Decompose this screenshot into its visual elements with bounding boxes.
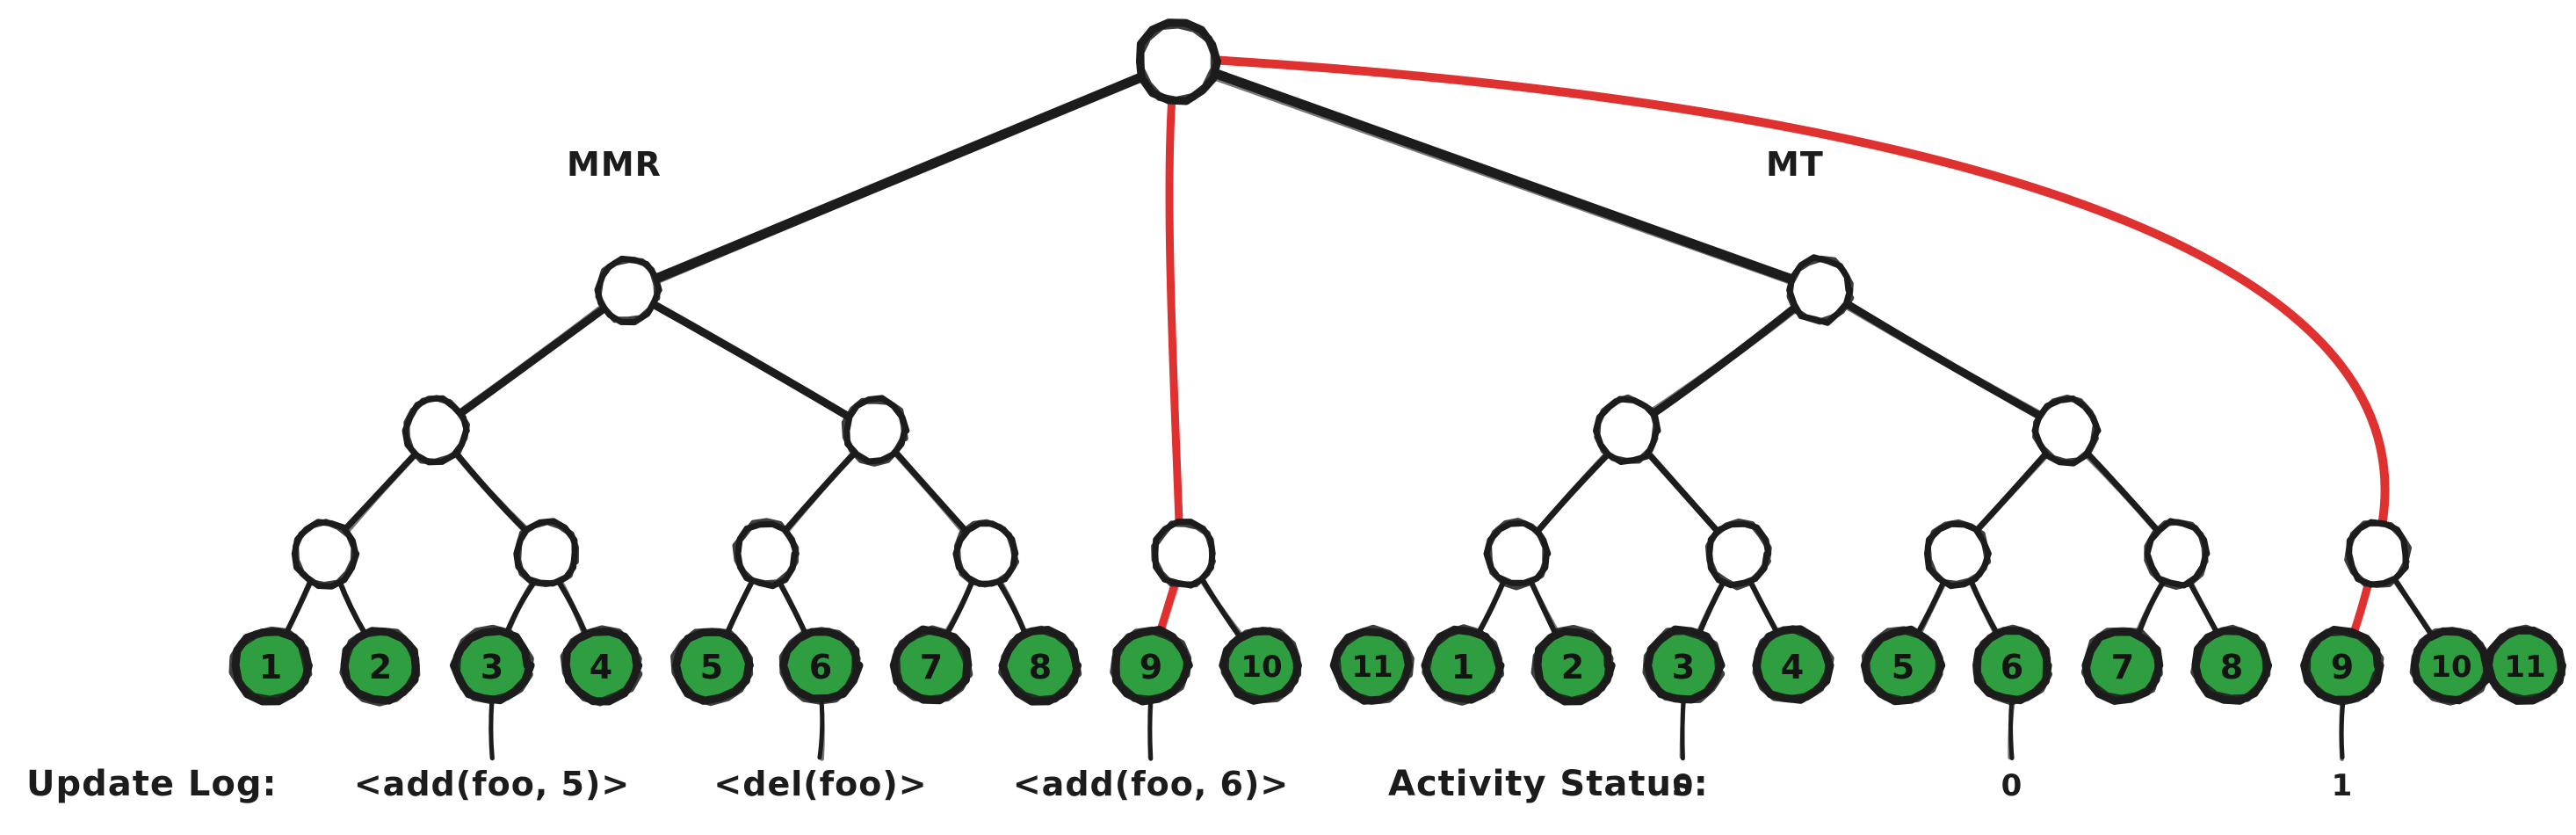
activity-status-value-9: 1 <box>2332 768 2354 803</box>
leaf-node-label: 4 <box>1781 648 1804 686</box>
internal-node-mt-7 <box>1786 254 1855 326</box>
internal-nodes <box>291 18 2412 591</box>
leaf-node-mmr-4[interactable]: 4 <box>560 625 643 707</box>
update-log-entry-3: <add(foo, 5)> <box>354 765 630 803</box>
tree-label-mmr: MMR <box>567 145 662 184</box>
leaf-node-mmr-8[interactable]: 8 <box>998 625 1082 706</box>
leaf-node-label: 8 <box>2220 648 2243 686</box>
leaf-node-mt-3[interactable]: 3 <box>1642 625 1726 704</box>
leaf-node-label: 5 <box>1892 648 1914 686</box>
internal-node-mt-0 <box>1483 518 1552 591</box>
leaf-node-mmr-2[interactable]: 2 <box>339 627 421 707</box>
internal-node-mt-4 <box>2344 519 2412 588</box>
leaf-node-label: 3 <box>1672 648 1695 686</box>
leaf-node-label: 7 <box>2111 648 2134 686</box>
leaf-node-label: 8 <box>1029 648 1052 686</box>
update-log-label: Update Log: <box>26 764 278 804</box>
internal-node-mt-6 <box>2031 395 2102 467</box>
leaf-node-label: 6 <box>2001 648 2023 686</box>
leaf-node-mt-5[interactable]: 5 <box>1860 625 1946 706</box>
leaf-node-label: 2 <box>369 648 392 686</box>
activity-status-value-3: 0 <box>1673 768 1695 803</box>
internal-node-mmr-6 <box>841 395 910 467</box>
leaf-node-label: 10 <box>1241 650 1282 685</box>
leaf-node-label: 9 <box>1140 648 1162 686</box>
internal-node-mt-5 <box>1593 394 1661 465</box>
activity-status-value-6: 0 <box>2001 768 2023 803</box>
leaf-node-label: 11 <box>1351 650 1393 685</box>
leaf-node-mmr-9[interactable]: 9 <box>1110 625 1193 706</box>
activity-status-label: Activity Status: <box>1388 764 1709 804</box>
leaf-node-mmr-11[interactable]: 11 <box>1329 624 1415 705</box>
leaf-node-label: 10 <box>2430 650 2471 685</box>
leaf-node-mt-6[interactable]: 6 <box>1972 624 2052 706</box>
leaf-node-label: 4 <box>590 648 612 686</box>
leaf-node-mmr-7[interactable]: 7 <box>889 625 973 705</box>
leaf-node-label: 3 <box>481 648 503 686</box>
root-node[interactable] <box>1136 18 1221 105</box>
leaf-node-mmr-1[interactable]: 1 <box>228 626 313 706</box>
update-log-entry-9: <add(foo, 6)> <box>1013 765 1289 803</box>
leaf-node-label: 1 <box>259 648 282 686</box>
leaf-node-mt-9[interactable]: 9 <box>2300 626 2384 706</box>
leaf-node-label: 11 <box>2504 650 2545 685</box>
leaf-node-mt-7[interactable]: 7 <box>2080 627 2164 705</box>
leaf-node-mt-10[interactable]: 10 <box>2409 627 2493 706</box>
leaf-node-label: 1 <box>1451 648 1474 686</box>
internal-node-mt-2 <box>1924 519 1992 590</box>
internal-node-mmr-1 <box>513 518 579 587</box>
leaf-node-mmr-5[interactable]: 5 <box>670 628 754 707</box>
leaf-node-label: 7 <box>920 648 943 686</box>
internal-node-mt-3 <box>2144 518 2211 590</box>
internal-node-mmr-2 <box>732 518 800 590</box>
leaf-node-label: 6 <box>809 648 832 686</box>
leaf-node-mt-11[interactable]: 11 <box>2484 624 2566 705</box>
leaf-node-mmr-10[interactable]: 10 <box>1219 627 1302 705</box>
leaf-node-mt-4[interactable]: 4 <box>1752 625 1834 704</box>
annotation-stems <box>488 695 2346 761</box>
internal-node-mmr-3 <box>952 519 1020 588</box>
leaf-node-mt-1[interactable]: 1 <box>1421 624 1505 706</box>
leaf-node-mt-8[interactable]: 8 <box>2190 624 2273 705</box>
leaf-node-mmr-3[interactable]: 3 <box>450 624 535 705</box>
tree-label-mt: MT <box>1766 145 1824 184</box>
leaf-node-label: 9 <box>2331 648 2354 686</box>
internal-node-mmr-0 <box>291 519 360 590</box>
internal-node-mmr-7 <box>594 255 662 326</box>
internal-node-mmr-5 <box>402 395 470 466</box>
leaf-node-mmr-6[interactable]: 6 <box>778 627 864 705</box>
internal-node-mt-1 <box>1704 518 1772 591</box>
internal-node-mmr-4 <box>1151 519 1216 589</box>
text-labels: MMR MT Update Log: <add(foo, 5)> <del(foo)> <… <box>26 145 2354 804</box>
leaf-node-label: 5 <box>700 648 723 686</box>
leaf-node-mt-2[interactable]: 2 <box>1530 624 1616 706</box>
update-log-entry-6: <del(foo)> <box>713 765 927 803</box>
tree-edges <box>283 68 2436 641</box>
leaf-node-label: 2 <box>1561 648 1584 686</box>
